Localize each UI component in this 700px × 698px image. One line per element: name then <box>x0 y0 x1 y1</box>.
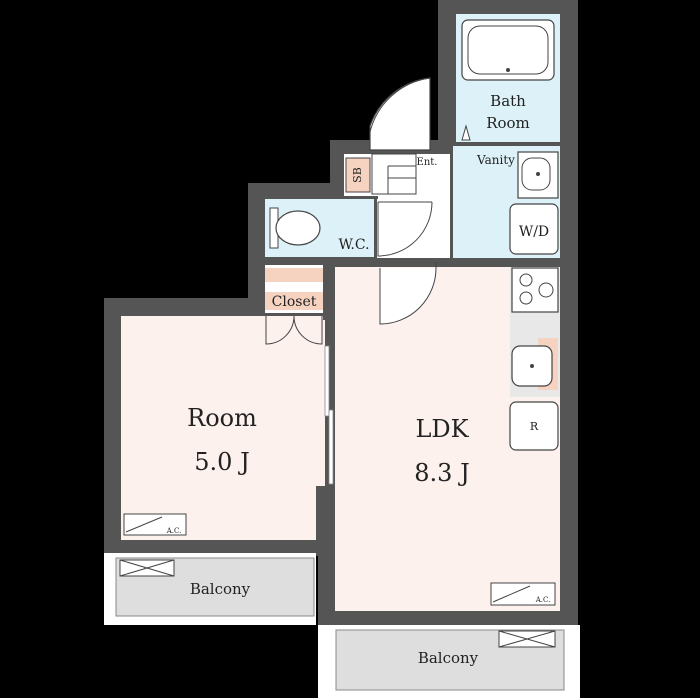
closet-label: Closet <box>272 294 317 310</box>
washer-space: W/D <box>509 203 559 255</box>
wc-label: W.C. <box>338 237 369 253</box>
balcony-right-label: Balcony <box>418 649 479 667</box>
bathtub <box>461 19 555 81</box>
room-ac-label: A.C. <box>166 527 182 535</box>
vanity-sink <box>517 151 559 199</box>
room-floor <box>121 316 325 540</box>
balcony-left-label: Balcony <box>190 580 251 598</box>
entrance-steps <box>371 153 417 195</box>
room-ac-unit: A.C. <box>123 513 187 536</box>
refrigerator-space: R <box>509 401 559 451</box>
toilet <box>269 207 321 249</box>
bath-label-line1: Bath <box>490 92 526 110</box>
ldk-size: 8.3 J <box>414 459 469 487</box>
kitchen-sink <box>511 338 558 390</box>
shoe-box-label: SB <box>351 167 364 183</box>
room-name: Room <box>187 404 257 432</box>
balcony-right: Balcony <box>318 625 580 698</box>
ldk-ac-label: A.C. <box>535 596 551 604</box>
closet-doors <box>265 315 323 345</box>
bath-door-marker <box>461 124 471 141</box>
ldk-name: LDK <box>415 415 469 443</box>
entrance-label: Ent. <box>417 157 438 168</box>
room-size: 5.0 J <box>194 448 249 476</box>
bath-label-line2: Room <box>486 114 530 132</box>
wc-door <box>377 201 433 257</box>
balcony-left: Balcony <box>104 553 316 625</box>
ldk-door <box>379 262 437 325</box>
ldk-ac-unit: A.C. <box>490 582 556 606</box>
refrigerator-label: R <box>530 420 539 433</box>
vanity-label: Vanity <box>476 153 515 167</box>
washer-label: W/D <box>519 224 549 240</box>
front-door <box>369 77 431 151</box>
sliding-door <box>324 345 334 485</box>
shoe-box: SB <box>345 157 371 193</box>
interior-walls <box>104 142 560 556</box>
stove <box>511 267 559 313</box>
